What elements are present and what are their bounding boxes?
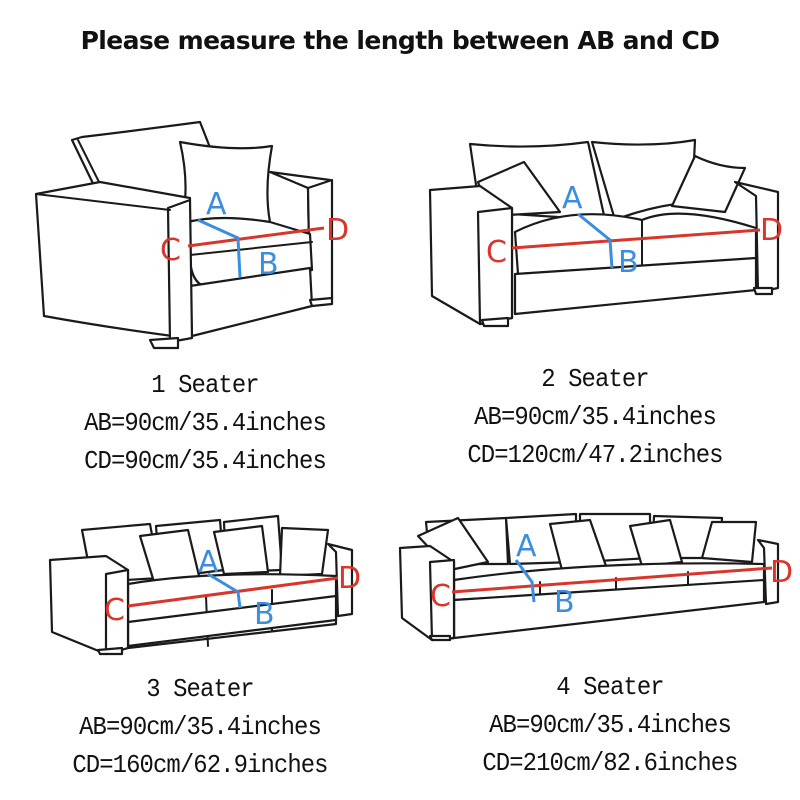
size-caption-1-seater: 1 Seater AB=90cm/35.4inches CD=90cm/35.4… (44, 366, 366, 480)
sofa-2-seater-illustration: A B C D (428, 138, 783, 328)
point-c-label: C (430, 579, 451, 614)
point-a-label: A (516, 529, 537, 564)
size-name: 1 Seater (151, 370, 259, 400)
sofa-panel-3-seater: A B C D (10, 500, 390, 670)
point-c-label: C (160, 233, 181, 268)
size-caption-4-seater: 4 Seater AB=90cm/35.4inches CD=210cm/82.… (463, 668, 757, 782)
point-b-label: B (258, 247, 279, 282)
ab-measurement: AB=90cm/35.4inches (489, 710, 732, 740)
sofa-panel-1-seater: A B C D (20, 110, 380, 360)
size-name: 3 Seater (146, 674, 254, 704)
point-b-label: B (254, 597, 275, 632)
ab-measurement: AB=90cm/35.4inches (474, 402, 717, 432)
point-d-label: D (326, 213, 349, 248)
point-c-label: C (104, 593, 125, 628)
cd-measurement: CD=120cm/47.2inches (467, 440, 723, 470)
point-a-label: A (198, 545, 219, 580)
point-a-label: A (206, 187, 227, 222)
point-b-label: B (618, 245, 639, 280)
cd-measurement: CD=160cm/62.9inches (72, 750, 328, 780)
sofa-4-seater-illustration: A B C D (398, 512, 793, 642)
sofa-panel-2-seater: A B C D (420, 120, 800, 340)
sofa-panel-4-seater: A B C D (390, 500, 800, 670)
ab-measurement: AB=90cm/35.4inches (79, 712, 322, 742)
point-b-label: B (554, 585, 575, 620)
size-name: 2 Seater (541, 364, 649, 394)
cd-measurement: CD=90cm/35.4inches (84, 446, 327, 476)
point-d-label: D (760, 213, 783, 248)
ab-measurement: AB=90cm/35.4inches (84, 408, 327, 438)
sofa-1-seater-illustration: A B C D (34, 120, 349, 350)
cd-measurement: CD=210cm/82.6inches (482, 748, 738, 778)
size-caption-2-seater: 2 Seater AB=90cm/35.4inches CD=120cm/47.… (443, 360, 747, 474)
page-title: Please measure the length between AB and… (80, 26, 720, 55)
sofa-3-seater-illustration: A B C D (48, 514, 361, 656)
size-name: 4 Seater (556, 672, 664, 702)
point-c-label: C (486, 235, 507, 270)
point-d-label: D (770, 555, 793, 590)
size-caption-3-seater: 3 Seater AB=90cm/35.4inches CD=160cm/62.… (44, 670, 357, 784)
point-a-label: A (562, 181, 583, 216)
point-d-label: D (338, 561, 361, 596)
